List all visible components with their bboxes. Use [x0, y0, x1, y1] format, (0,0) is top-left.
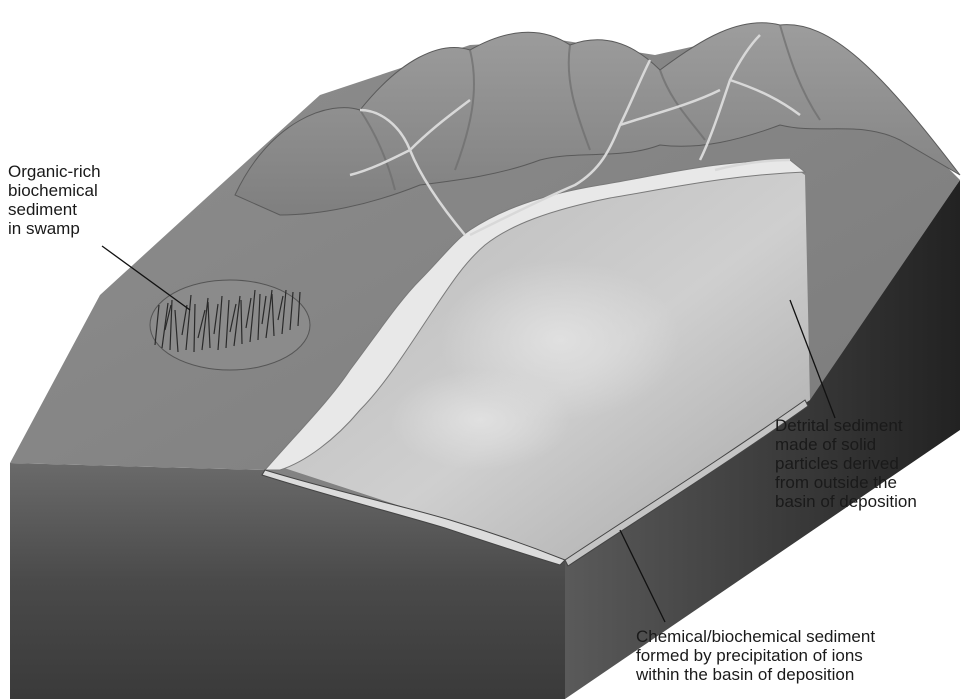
detrital-sediment-label: Detrital sediment made of solid particle… — [775, 416, 960, 511]
chemical-sediment-label: Chemical/biochemical sediment formed by … — [636, 627, 961, 684]
swamp-sediment-label: Organic-rich biochemical sediment in swa… — [8, 162, 148, 238]
basin-highlight — [390, 370, 570, 470]
